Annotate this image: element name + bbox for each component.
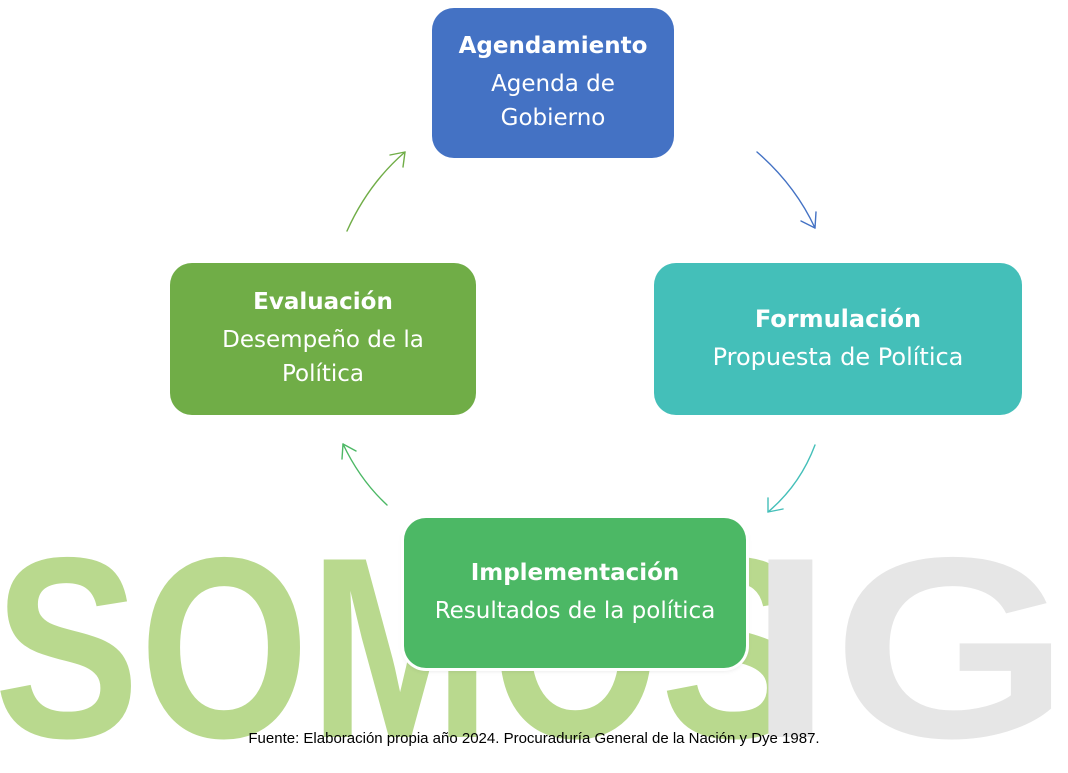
node-implementacion: Implementación Resultados de la política <box>404 518 746 668</box>
node-subtitle: Resultados de la política <box>434 598 716 624</box>
arrow-implementacion-to-evaluacion <box>341 443 388 506</box>
arrow-formulacion-to-implementacion <box>767 444 816 513</box>
arrow-agendamiento-to-formulacion <box>756 151 817 229</box>
node-subtitle: Agenda de Gobierno <box>491 71 615 131</box>
node-agendamiento: Agendamiento Agenda de Gobierno <box>432 8 674 158</box>
node-formulacion: Formulación Propuesta de Política <box>654 263 1022 415</box>
node-title: Formulación <box>754 305 922 333</box>
node-title: Agendamiento <box>458 33 648 59</box>
figure-caption: Fuente: Elaboración propia año 2024. Pro… <box>248 730 820 747</box>
node-evaluacion: Evaluación Desempeño de la Política <box>170 263 476 415</box>
node-title: Evaluación <box>253 289 393 315</box>
watermark-ig: IG <box>748 503 1068 773</box>
node-title: Implementación <box>470 560 680 586</box>
node-subtitle: Desempeño de la Política <box>222 327 424 387</box>
node-subtitle: Propuesta de Política <box>712 343 964 371</box>
arrow-evaluacion-to-agendamiento <box>346 151 406 232</box>
